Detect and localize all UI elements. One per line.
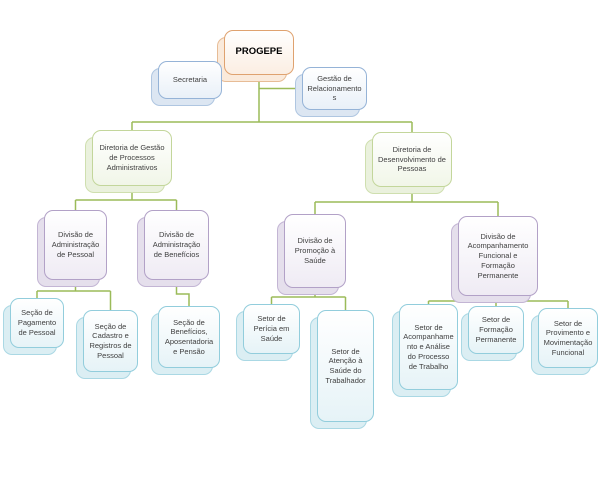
node-box: Setor de Acompanhamento e Análise do Pro… (399, 304, 458, 390)
node-label: Setor de Acompanhamento e Análise do Pro… (403, 322, 454, 371)
node-label: Diretoria de Gestão de Processos Adminis… (99, 143, 165, 172)
node-label: Diretoria de Desenvolvimento de Pessoas (378, 144, 446, 174)
node-label: Setor de Atenção à Saúde do Trabalhador (325, 346, 366, 385)
node-label: Divisão de Administração de Pessoal (51, 230, 100, 259)
node-box: Divisão de Administração de Benefícios (144, 210, 209, 280)
node-box: Divisão de Promoção à Saúde (284, 214, 346, 288)
org-node-secao-cadastro[interactable]: Seção de Cadastro e Registros de Pessoal (76, 310, 138, 379)
org-node-setor-provimento[interactable]: Setor de Provimento e Movimentação Funci… (531, 308, 598, 375)
node-label: Gestão de Relacionamentos (307, 73, 362, 103)
org-node-setor-formacao[interactable]: Setor de Formação Permanente (461, 306, 524, 361)
org-node-progepe[interactable]: PROGEPE (217, 30, 294, 82)
node-label: Divisão de Acompanhamento Funcional e Fo… (467, 231, 529, 280)
node-box: Gestão de Relacionamentos (302, 67, 367, 110)
node-label: Seção de Pagamento de Pessoal (17, 308, 57, 337)
node-box: PROGEPE (224, 30, 294, 75)
node-box: Seção de Pagamento de Pessoal (10, 298, 64, 348)
org-node-divisao-administracao-pessoal[interactable]: Divisão de Administração de Pessoal (37, 210, 107, 287)
org-node-setor-acompanhamento[interactable]: Setor de Acompanhamento e Análise do Pro… (392, 304, 458, 397)
node-box: Seção de Cadastro e Registros de Pessoal (83, 310, 138, 372)
org-node-secao-pagamento[interactable]: Seção de Pagamento de Pessoal (3, 298, 64, 355)
node-label: Seção de Cadastro e Registros de Pessoal (89, 321, 132, 360)
org-node-diretoria-desenvolvimento[interactable]: Diretoria de Desenvolvimento de Pessoas (365, 132, 452, 194)
org-node-divisao-administracao-beneficios[interactable]: Divisão de Administração de Benefícios (137, 210, 209, 287)
org-node-divisao-acompanhamento[interactable]: Divisão de Acompanhamento Funcional e Fo… (451, 216, 538, 303)
org-node-diretoria-gestao-processos[interactable]: Diretoria de Gestão de Processos Adminis… (85, 130, 172, 193)
node-box: Diretoria de Desenvolvimento de Pessoas (372, 132, 452, 187)
node-box: Setor de Formação Permanente (468, 306, 524, 354)
org-node-gestao-relacionamentos[interactable]: Gestão de Relacionamentos (295, 67, 367, 117)
org-node-setor-atencao[interactable]: Setor de Atenção à Saúde do Trabalhador (310, 310, 374, 429)
node-box: Diretoria de Gestão de Processos Adminis… (92, 130, 172, 186)
node-box: Setor de Perícia em Saúde (243, 304, 300, 354)
org-node-secao-beneficios[interactable]: Seção de Benefícios, Aposentadoria e Pen… (151, 306, 220, 375)
org-node-setor-pericia[interactable]: Setor de Perícia em Saúde (236, 304, 300, 361)
org-node-secretaria[interactable]: Secretaria (151, 61, 222, 106)
node-label: Divisão de Promoção à Saúde (294, 236, 336, 265)
node-label: Setor de Provimento e Movimentação Funci… (543, 318, 593, 357)
node-label: PROGEPE (235, 46, 283, 58)
node-box: Seção de Benefícios, Aposentadoria e Pen… (158, 306, 220, 368)
node-label: Setor de Formação Permanente (475, 315, 517, 344)
node-label: Seção de Benefícios, Aposentadoria e Pen… (164, 317, 214, 356)
node-box: Setor de Provimento e Movimentação Funci… (538, 308, 598, 368)
node-box: Setor de Atenção à Saúde do Trabalhador (317, 310, 374, 422)
node-box: Divisão de Administração de Pessoal (44, 210, 107, 280)
org-node-divisao-promocao-saude[interactable]: Divisão de Promoção à Saúde (277, 214, 346, 295)
node-label: Setor de Perícia em Saúde (253, 314, 290, 343)
node-box: Divisão de Acompanhamento Funcional e Fo… (458, 216, 538, 296)
node-box: Secretaria (158, 61, 222, 99)
node-label: Secretaria (172, 75, 208, 85)
node-label: Divisão de Administração de Benefícios (152, 230, 201, 259)
